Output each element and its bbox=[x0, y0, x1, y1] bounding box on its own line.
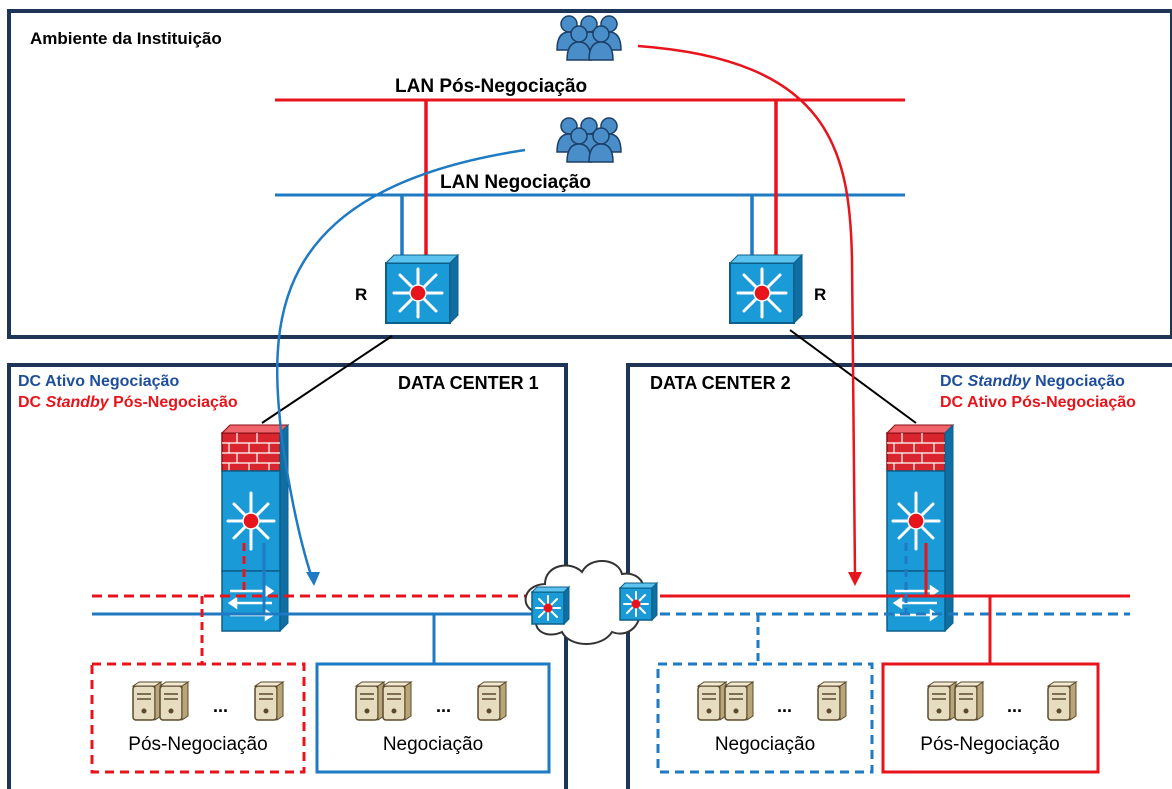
router-left-label: R bbox=[355, 285, 367, 304]
dc1-role-line2-a: DC bbox=[18, 394, 46, 411]
server-icon bbox=[477, 681, 507, 721]
dc2-title: DATA CENTER 2 bbox=[650, 373, 791, 393]
server-icon bbox=[132, 681, 162, 721]
lan-post-trading-label: LAN Pós-Negociação bbox=[395, 76, 587, 97]
server-icon bbox=[697, 681, 727, 721]
dc2-post-ellipsis: ... bbox=[1007, 696, 1022, 716]
post-trading-flow-arrow bbox=[637, 44, 857, 577]
trading-flow-arrow bbox=[276, 148, 526, 579]
lan-trading-label: LAN Negociação bbox=[440, 172, 591, 193]
server-icon bbox=[382, 681, 412, 721]
dc1-post-trading-label: Pós-Negociação bbox=[128, 734, 267, 755]
dc2-role-line2: DC Ativo Pós-Negociação bbox=[940, 394, 1136, 411]
dc1-trading-label: Negociação bbox=[383, 734, 483, 755]
dc2-role-line1-a: DC bbox=[940, 373, 968, 390]
dc2-trading-label: Negociação bbox=[715, 734, 815, 755]
dc1-title: DATA CENTER 1 bbox=[398, 373, 539, 393]
server-icon bbox=[817, 681, 847, 721]
server-icon bbox=[927, 681, 957, 721]
server-icon bbox=[1047, 681, 1077, 721]
router-left-icon bbox=[384, 253, 460, 325]
post-trading-flow-arrowhead bbox=[848, 572, 862, 586]
post-trading-users-icon bbox=[556, 15, 622, 61]
server-icon bbox=[724, 681, 754, 721]
dc1-role-line1-b: Negociação bbox=[85, 373, 179, 390]
dc2-trading-ellipsis: ... bbox=[777, 696, 792, 716]
server-icon bbox=[355, 681, 385, 721]
dc2-role-line1-c: Negociação bbox=[1031, 373, 1125, 390]
trading-users-icon bbox=[556, 117, 622, 163]
server-icon bbox=[954, 681, 984, 721]
dc1-post-ellipsis: ... bbox=[213, 696, 228, 716]
institution-zone bbox=[7, 9, 1172, 339]
dc2-role-line2-b: Pós-Negociação bbox=[1007, 394, 1136, 411]
dc1-role-line2-c: Pós-Negociação bbox=[109, 394, 238, 411]
link-router-left-to-fw1 bbox=[261, 335, 393, 424]
dc2-firewall-stack-icon bbox=[885, 423, 955, 633]
dc1-firewall-stack-icon bbox=[220, 423, 290, 633]
dc1-role-line1: DC Ativo Negociação bbox=[18, 373, 179, 390]
dc2-post-trading-label: Pós-Negociação bbox=[920, 734, 1059, 755]
trading-flow-arrowhead bbox=[306, 572, 320, 586]
server-icon bbox=[159, 681, 189, 721]
server-icon bbox=[254, 681, 284, 721]
wan-switch-left-icon bbox=[531, 586, 570, 625]
router-right-label: R bbox=[814, 285, 826, 304]
wan-switch-right-icon bbox=[619, 582, 658, 621]
dc2-role-line2-a: DC Ativo bbox=[940, 394, 1007, 411]
data-center-2-zone bbox=[626, 363, 1172, 789]
dc1-role-line1-a: DC Ativo bbox=[18, 373, 85, 390]
dc1-role-line2: DC Standby Pós-Negociação bbox=[18, 394, 238, 411]
router-right-icon bbox=[728, 253, 804, 325]
dc1-role-line2-b: Standby bbox=[46, 394, 110, 411]
dc1-trading-group bbox=[315, 662, 551, 774]
dc2-role-line1-b: Standby bbox=[968, 373, 1032, 390]
dc1-trading-ellipsis: ... bbox=[436, 696, 451, 716]
institution-title: Ambiente da Instituição bbox=[30, 29, 222, 48]
dc2-role-line1: DC Standby Negociação bbox=[940, 373, 1125, 390]
